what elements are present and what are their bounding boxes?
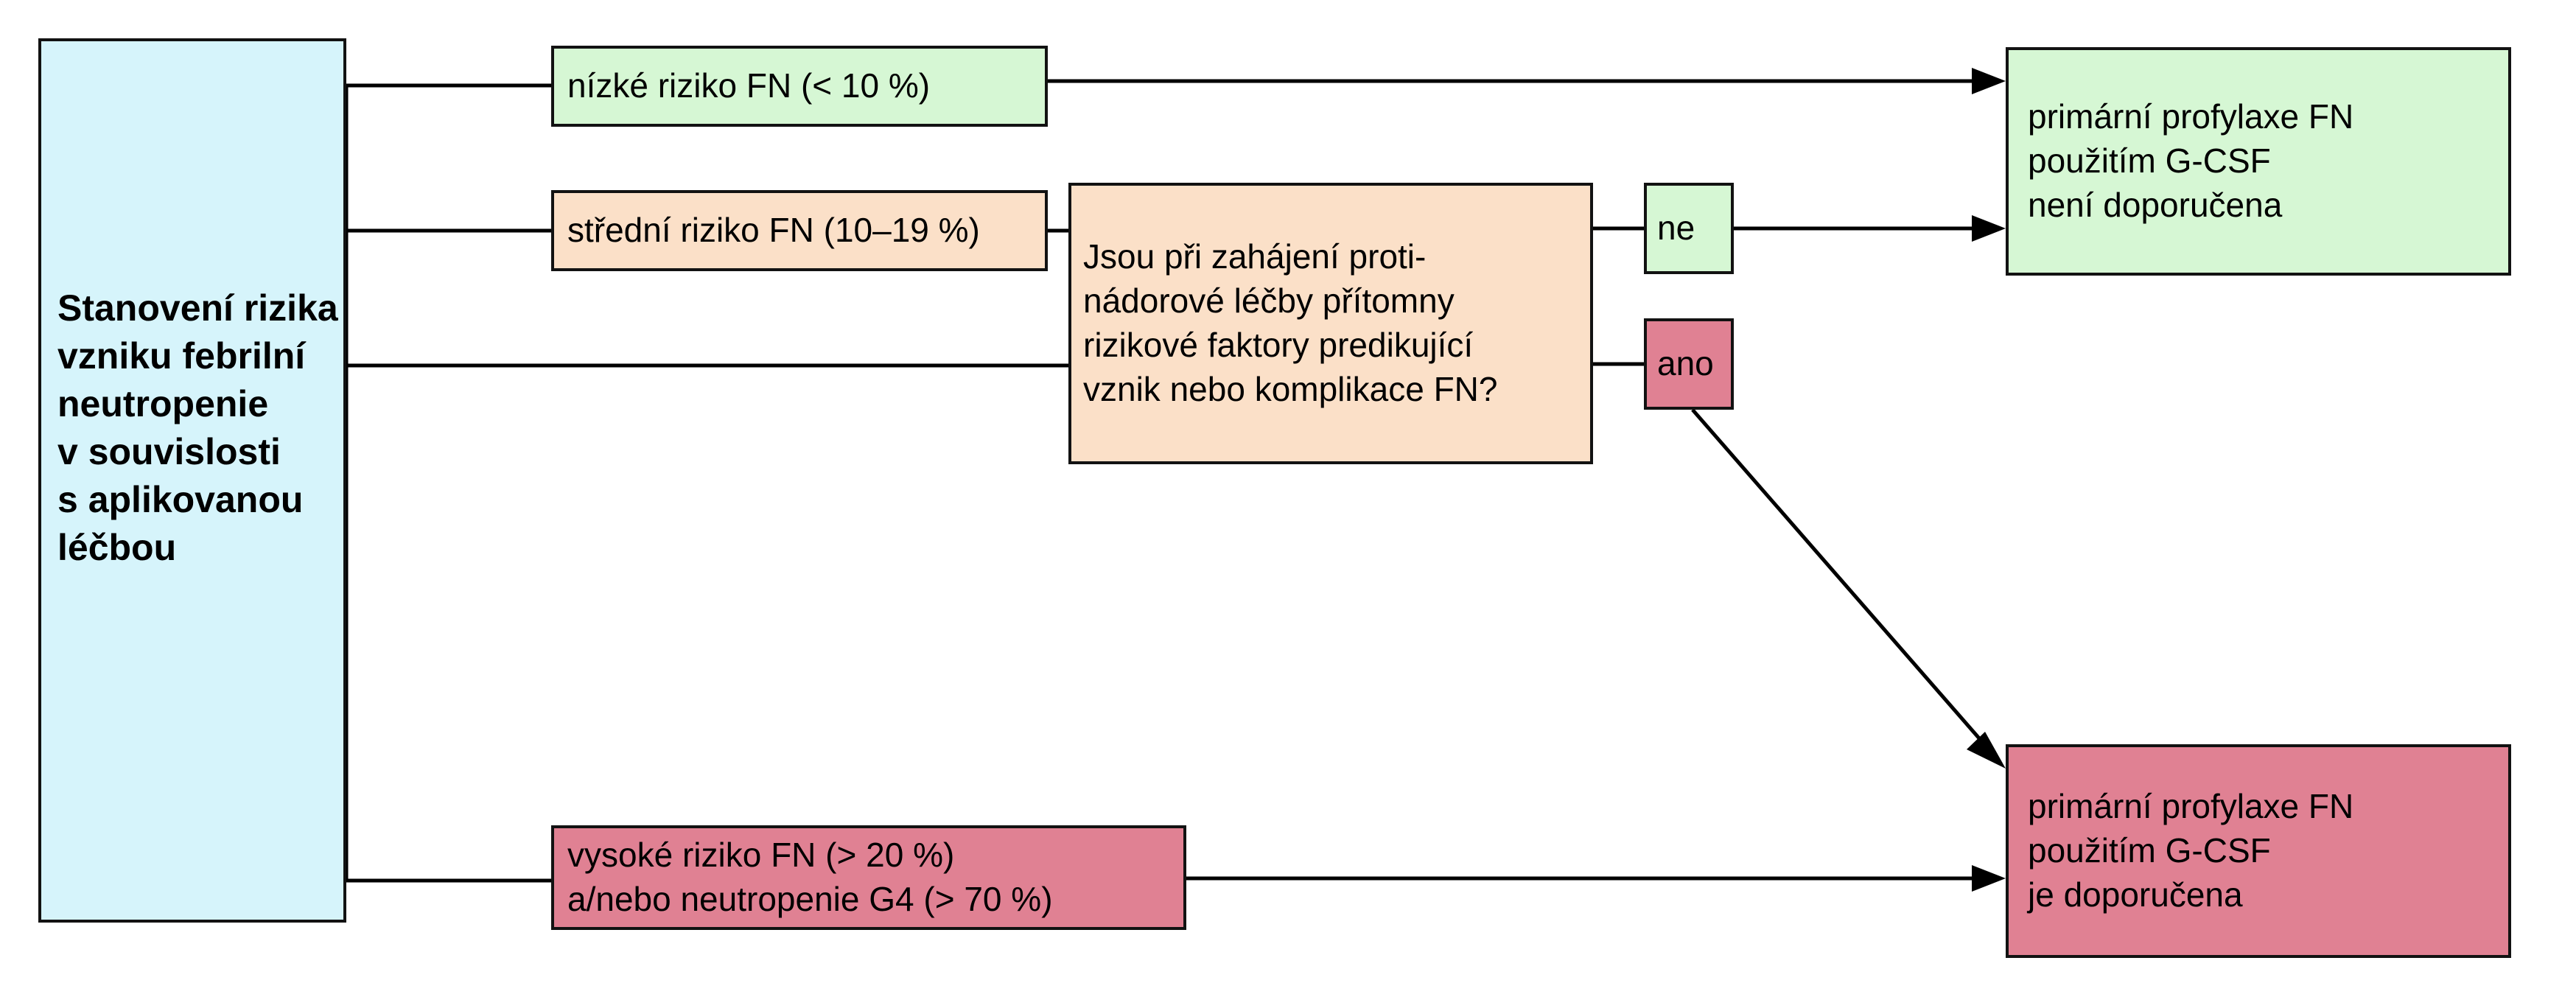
- node-result-not-recommended-line-1: primární profylaxe FN: [2028, 97, 2354, 136]
- node-result-prophylaxis-not-recommended[interactable]: primární profylaxe FN použitím G-CSF nen…: [2006, 47, 2511, 276]
- node-risk-assessment-line-3: neutropenie: [57, 383, 269, 424]
- node-medium-risk-label: střední riziko FN (10–19 %): [567, 211, 980, 250]
- node-risk-assessment-line-5: s aplikovanou: [57, 479, 304, 520]
- node-high-risk-line-2: a/nebo neutropenie G4 (> 70 %): [567, 880, 1053, 918]
- node-result-not-recommended-line-3: není doporučena: [2028, 185, 2283, 224]
- node-risk-assessment-line-6: léčbou: [57, 527, 177, 568]
- node-result-recommended-line-1: primární profylaxe FN: [2028, 787, 2354, 826]
- node-question-risk-factors[interactable]: Jsou při zahájení proti- nádorové léčby …: [1068, 183, 1593, 464]
- node-question-line-1: Jsou při zahájení proti-: [1083, 237, 1427, 276]
- arrowhead-high-risk-to-result: [1972, 865, 2006, 892]
- arrowhead-answer-yes-to-result: [1967, 732, 2006, 769]
- node-question-line-2: nádorové léčby přítomny: [1083, 281, 1455, 321]
- node-answer-yes-label: ano: [1657, 344, 1714, 383]
- node-risk-assessment-line-2: vzniku febrilní: [57, 335, 306, 377]
- arrowhead-low-risk-to-result: [1972, 68, 2006, 94]
- node-high-risk[interactable]: vysoké riziko FN (> 20 %) a/nebo neutrop…: [551, 825, 1186, 930]
- node-result-prophylaxis-recommended[interactable]: primární profylaxe FN použitím G-CSF je …: [2006, 744, 2511, 958]
- node-result-not-recommended-line-2: použitím G-CSF: [2028, 141, 2271, 181]
- node-risk-assessment-line-4: v souvislosti: [57, 431, 281, 472]
- node-answer-no[interactable]: ne: [1644, 183, 1734, 274]
- node-answer-no-label: ne: [1657, 209, 1695, 248]
- node-high-risk-line-1: vysoké riziko FN (> 20 %): [567, 836, 955, 875]
- node-result-recommended-line-2: použitím G-CSF: [2028, 831, 2271, 870]
- node-question-line-4: vznik nebo komplikace FN?: [1083, 369, 1498, 408]
- node-risk-assessment[interactable]: Stanovení rizika vzniku febrilní neutrop…: [38, 38, 346, 923]
- node-result-recommended-line-3: je doporučena: [2028, 875, 2243, 914]
- node-low-risk-label: nízké riziko FN (< 10 %): [567, 66, 931, 105]
- node-answer-yes[interactable]: ano: [1644, 318, 1734, 410]
- node-medium-risk[interactable]: střední riziko FN (10–19 %): [551, 190, 1048, 271]
- edge-answer-yes-to-result-recommended: [1691, 408, 1991, 752]
- node-risk-assessment-line-1: Stanovení rizika: [57, 287, 338, 329]
- node-low-risk[interactable]: nízké riziko FN (< 10 %): [551, 46, 1048, 127]
- node-question-line-3: rizikové faktory predikující: [1083, 326, 1474, 364]
- arrowhead-answer-no-to-result: [1972, 215, 2006, 242]
